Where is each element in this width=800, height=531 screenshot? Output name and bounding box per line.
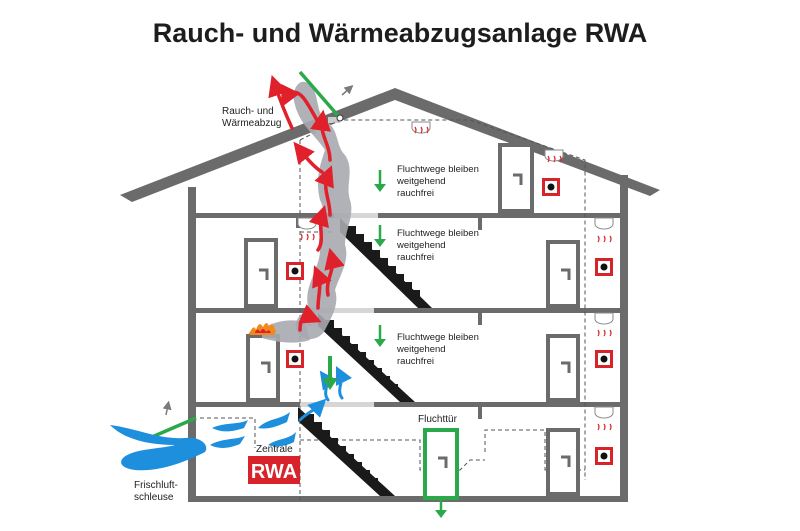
smoke-detector-icon (297, 121, 614, 419)
label-escape-3a: Fluchtwege bleiben (397, 332, 479, 343)
label-escape-1a: Fluchtwege bleiben (397, 164, 479, 175)
manual-call-point-icon (286, 178, 613, 465)
stairs (298, 218, 432, 496)
label-escape-1c: rauchfrei (397, 188, 434, 199)
label-fresh-air-1: Frischluft- (134, 480, 178, 491)
hot-air-arrows (268, 75, 345, 332)
rwa-control-box (248, 456, 300, 484)
roof-vent-flap (298, 70, 342, 120)
door-icon (498, 143, 534, 213)
label-escape-2b: weitgehend (396, 240, 446, 251)
door-icon (546, 334, 580, 402)
smoke-plume (293, 81, 352, 340)
door-icon (546, 428, 580, 496)
label-escape-3c: rauchfrei (397, 356, 434, 367)
label-escape-2c: rauchfrei (397, 252, 434, 263)
door-icon (546, 240, 580, 308)
label-escape-2a: Fluchtwege bleiben (397, 228, 479, 239)
heat-waves (300, 126, 612, 431)
label-smoke-vent-1: Rauch- und (222, 106, 274, 117)
label-exit-door: Fluchttür (418, 414, 458, 425)
door-icon (244, 238, 278, 308)
fresh-air-flow (110, 412, 296, 471)
door-icon (246, 334, 280, 402)
exit-door (423, 428, 459, 500)
rwa-label: RWA (251, 461, 297, 483)
label-escape-3b: weitgehend (396, 344, 446, 355)
label-fresh-air-2: schleuse (134, 492, 174, 503)
fire-icon (248, 323, 276, 335)
roof-vent-frame (328, 117, 340, 123)
escape-arrows (322, 170, 447, 518)
roof (120, 88, 660, 202)
label-smoke-vent-2: Wärmeabzug (222, 118, 281, 129)
diagram-title: Rauch- und Wärmeabzugsanlage RWA (152, 18, 648, 48)
label-escape-1b: weitgehend (396, 176, 446, 187)
label-control: Zentrale (256, 444, 293, 455)
